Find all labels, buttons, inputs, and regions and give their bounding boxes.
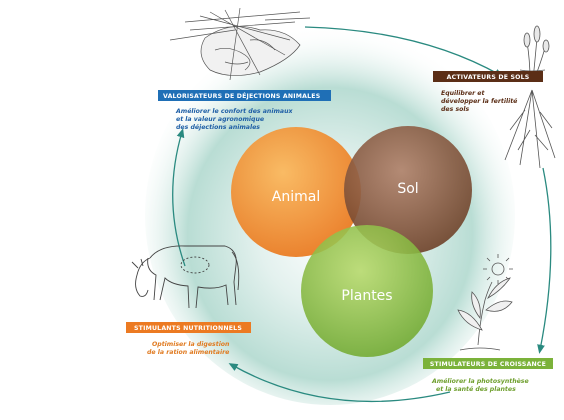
box-line: Equilibrer et [441,89,486,97]
circle-animal [231,127,361,257]
box-valorisateurs: VALORISATEURS DE DÉJECTIONS ANIMALES Amé… [158,90,331,131]
box-line: des déjections animales [176,123,260,131]
cycle-arrow-icon [172,26,552,403]
box-line: des sols [441,106,470,113]
box-line: Améliorer le confort des animaux [175,107,293,115]
header-bar [126,322,251,333]
box-title: ACTIVATEURS DE SOLS [447,74,530,81]
box-activateurs: ACTIVATEURS DE SOLS Equilibrer et dévelo… [433,71,543,113]
manure-straw-icon [169,7,311,81]
circle-plantes [301,225,433,357]
box-line: Améliorer la photosynthèse [431,377,529,385]
circle-plantes-label: Plantes [341,288,392,304]
box-stimulants: STIMULANTS NUTRITIONNELS Optimiser la di… [126,322,251,356]
circle-animal-label: Animal [272,189,320,205]
box-line: Optimiser la digestion [152,340,230,348]
cow-icon [131,245,240,309]
box-title: VALORISATEURS DE DÉJECTIONS ANIMALES [163,91,320,100]
box-stimulateurs: STIMULATEURS DE CROISSANCE Améliorer la … [423,358,553,393]
plant-roots-icon [504,25,556,169]
header-bar [433,71,543,82]
venn-diagram: Animal Sol Plantes [231,126,472,357]
seedling-sun-icon [457,254,513,351]
box-title: STIMULANTS NUTRITIONNELS [134,325,242,332]
box-line: et la valeur agronomique [176,115,264,123]
box-title: STIMULATEURS DE CROISSANCE [430,361,546,368]
circle-sol [344,126,472,254]
circle-sol-label: Sol [397,181,418,197]
header-bar [423,358,553,369]
header-bar [158,90,331,101]
box-line: de la ration alimentaire [147,348,229,356]
box-line: développer la fertilité [441,97,518,105]
box-line: et la santé des plantes [436,385,516,393]
